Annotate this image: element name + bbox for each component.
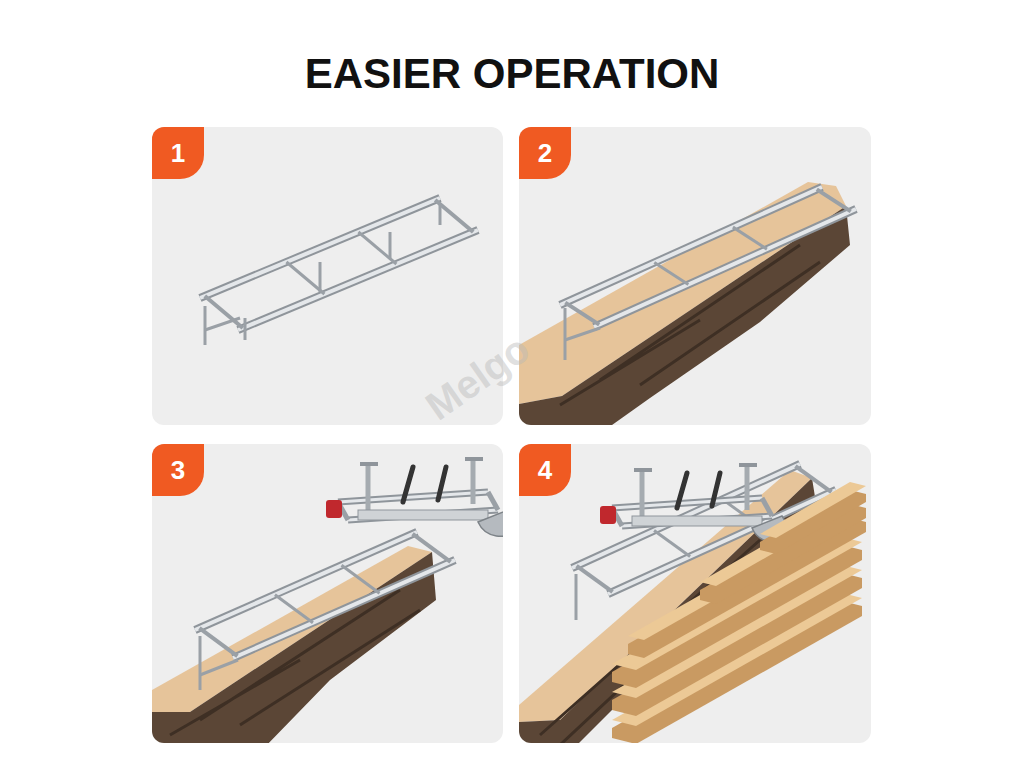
step-number: 2 bbox=[538, 138, 552, 169]
page-title: EASIER OPERATION bbox=[0, 50, 1024, 98]
step-number-badge: 4 bbox=[519, 444, 571, 496]
rail-frame bbox=[200, 198, 478, 345]
step-panel bbox=[519, 127, 871, 425]
step-number: 3 bbox=[171, 455, 185, 486]
log-with-rails bbox=[519, 182, 856, 425]
log-with-mill bbox=[152, 457, 503, 743]
board-stack bbox=[612, 482, 866, 743]
log-with-mill-and-boards bbox=[519, 463, 866, 743]
step-number: 1 bbox=[171, 138, 185, 169]
step-panel bbox=[152, 444, 503, 743]
step-number-badge: 2 bbox=[519, 127, 571, 179]
step-number: 4 bbox=[538, 455, 552, 486]
step-number-badge: 3 bbox=[152, 444, 204, 496]
step-number-badge: 1 bbox=[152, 127, 204, 179]
